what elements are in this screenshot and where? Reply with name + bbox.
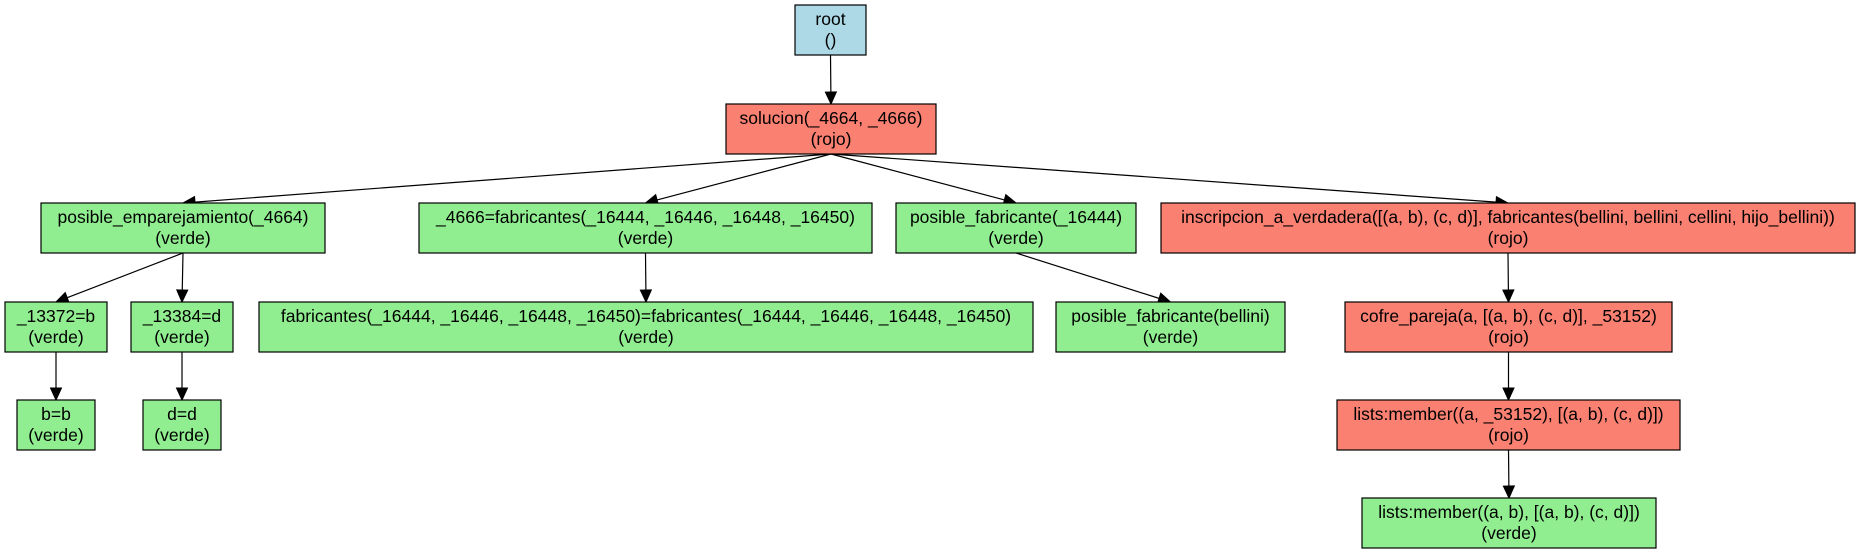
nodes-layer: root()solucion(_4664, _4666)(rojo)posibl… <box>4 4 1856 549</box>
edge-root-to-solucion <box>824 54 838 106</box>
edge-posible_emparejamiento-to-eq_13384 <box>175 252 189 304</box>
node-status: (verde) <box>1481 523 1536 543</box>
node-status: (rojo) <box>1488 327 1529 347</box>
arrowhead <box>49 387 63 402</box>
edge-posible_fabricante_var-to-posible_fabricante_bellini <box>1015 252 1172 305</box>
node-status: (verde) <box>618 228 673 248</box>
node-status: (verde) <box>155 228 210 248</box>
node-box <box>1055 301 1286 353</box>
edge-line <box>66 252 184 299</box>
node-box <box>142 399 222 451</box>
node-posible-fabricante-bellini[interactable]: posible_fabricante(bellini)(verde) <box>1055 301 1286 353</box>
node-label: root <box>815 9 845 29</box>
node-label: solucion(_4664, _4666) <box>740 108 923 129</box>
node-status: (verde) <box>28 425 83 445</box>
edge-eq_13384-to-eq_dd <box>175 352 189 402</box>
arrowhead <box>1502 289 1515 304</box>
node-box <box>1160 202 1856 254</box>
node-box <box>418 202 873 254</box>
node-status: (verde) <box>154 327 209 347</box>
node-status: (rojo) <box>1488 228 1529 248</box>
node-label: cofre_pareja(a, [(a, b), (c, d)], _53152… <box>1360 306 1657 327</box>
node-label: inscripcion_a_verdadera([(a, b), (c, d)]… <box>1181 207 1835 228</box>
arrowhead <box>54 291 70 304</box>
node-label: d=d <box>167 404 197 424</box>
arrowhead <box>1502 485 1516 500</box>
edge-solucion-to-posible_fabricante_var <box>830 153 1018 206</box>
node-box <box>130 301 234 353</box>
node-solucion[interactable]: solucion(_4664, _4666)(rojo) <box>725 103 937 155</box>
edge-line <box>830 153 1497 203</box>
node-box <box>1361 497 1657 549</box>
node-status: (verde) <box>988 228 1043 248</box>
node-eq-fabricantes[interactable]: _4666=fabricantes(_16444, _16446, _16448… <box>418 202 873 254</box>
node-label: lists:member((a, _53152), [(a, b), (c, d… <box>1353 404 1663 425</box>
arrowhead <box>175 387 189 402</box>
node-label: lists:member((a, b), [(a, b), (c, d)]) <box>1378 502 1640 522</box>
node-member-var[interactable]: lists:member((a, _53152), [(a, b), (c, d… <box>1336 399 1681 451</box>
arrowhead <box>1502 387 1515 402</box>
node-eq-13372[interactable]: _13372=b(verde) <box>4 301 108 353</box>
edge-cofre_pareja-to-member_var <box>1502 352 1515 402</box>
node-label: fabricantes(_16444, _16446, _16448, _164… <box>281 306 1011 327</box>
edge-eq_13372-to-eq_bb <box>49 352 63 402</box>
node-box <box>1336 399 1681 451</box>
node-box <box>725 103 937 155</box>
node-label: posible_emparejamiento(_4664) <box>58 207 309 228</box>
node-posible-fabricante-var[interactable]: posible_fabricante(_16444)(verde) <box>895 202 1137 254</box>
edge-line <box>181 252 184 291</box>
node-status: (rojo) <box>811 129 852 149</box>
edge-member_var-to-member_ab <box>1502 449 1516 500</box>
node-label: b=b <box>41 404 71 424</box>
node-status: () <box>825 30 837 50</box>
node-member-ab[interactable]: lists:member((a, b), [(a, b), (c, d)])(v… <box>1361 497 1657 549</box>
node-fabricantes-unify[interactable]: fabricantes(_16444, _16446, _16448, _164… <box>258 301 1034 353</box>
node-label: posible_fabricante(bellini) <box>1071 306 1269 327</box>
node-label: _4666=fabricantes(_16444, _16446, _16448… <box>435 207 855 228</box>
edge-line <box>1015 252 1160 299</box>
node-box <box>258 301 1034 353</box>
edge-line <box>830 153 1005 201</box>
node-label: _13384=d <box>142 306 221 327</box>
node-eq-13384[interactable]: _13384=d(verde) <box>130 301 234 353</box>
node-box <box>895 202 1137 254</box>
edge-inscripcion-to-cofre_pareja <box>1502 252 1515 304</box>
node-label: _13372=b <box>16 306 95 327</box>
node-posible-emparejamiento[interactable]: posible_emparejamiento(_4664)(verde) <box>40 202 326 254</box>
edge-solucion-to-eq_fabricantes <box>644 153 832 206</box>
node-box <box>794 4 867 56</box>
node-status: (verde) <box>618 327 673 347</box>
node-label: posible_fabricante(_16444) <box>910 207 1122 228</box>
node-root[interactable]: root() <box>794 4 867 56</box>
node-box <box>40 202 326 254</box>
node-box <box>16 399 96 451</box>
node-inscripcion[interactable]: inscripcion_a_verdadera([(a, b), (c, d)]… <box>1160 202 1856 254</box>
node-status: (rojo) <box>1488 425 1529 445</box>
edge-solucion-to-posible_emparejamiento <box>181 153 832 209</box>
node-cofre-pareja[interactable]: cofre_pareja(a, [(a, b), (c, d)], _53152… <box>1344 301 1673 353</box>
node-status: (verde) <box>154 425 209 445</box>
node-status: (verde) <box>28 327 83 347</box>
node-status: (verde) <box>1143 327 1198 347</box>
node-eq-bb[interactable]: b=b(verde) <box>16 399 96 451</box>
node-box <box>1344 301 1673 353</box>
arrowhead <box>639 289 653 304</box>
arrowhead <box>824 91 838 106</box>
edge-line <box>194 153 832 203</box>
edge-line <box>656 153 832 201</box>
edge-eq_fabricantes-to-fabricantes_unify <box>639 252 653 304</box>
arrowhead <box>175 289 189 304</box>
node-box <box>4 301 108 353</box>
node-eq-dd[interactable]: d=d(verde) <box>142 399 222 451</box>
edge-posible_emparejamiento-to-eq_13372 <box>54 252 184 304</box>
